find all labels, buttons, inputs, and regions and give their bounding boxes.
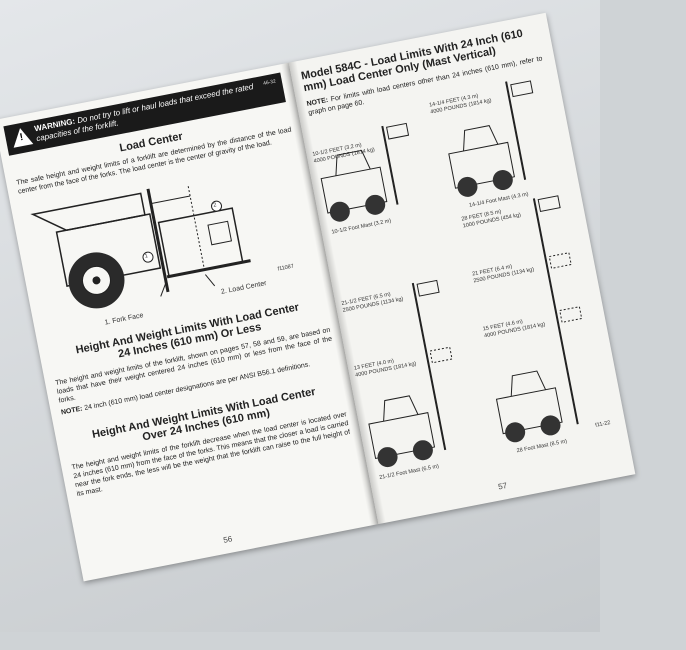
left-note-label: NOTE: xyxy=(60,405,84,417)
left-page: ! WARNING: Do not try to lift or haul lo… xyxy=(0,62,379,582)
forklift-load-center-figure xyxy=(21,154,321,332)
load-limits-diagrams xyxy=(320,80,583,468)
left-page-number: 56 xyxy=(222,534,234,545)
right-page: Model 584C - Load Limits With 24 Inch (6… xyxy=(288,12,636,525)
warning-triangle-icon: ! xyxy=(10,126,34,148)
photo-scene: ! WARNING: Do not try to lift or haul lo… xyxy=(0,0,636,632)
warning-code: 46-32 xyxy=(262,78,277,87)
forklift-diagram-14ft xyxy=(448,80,534,197)
forklift-diagram-28ft xyxy=(495,195,583,443)
forklift-diagram-21ft xyxy=(368,279,453,468)
forklift-diagram-10ft xyxy=(320,122,410,222)
open-manual: ! WARNING: Do not try to lift or haul lo… xyxy=(0,6,686,650)
right-page-number: 57 xyxy=(497,480,508,492)
